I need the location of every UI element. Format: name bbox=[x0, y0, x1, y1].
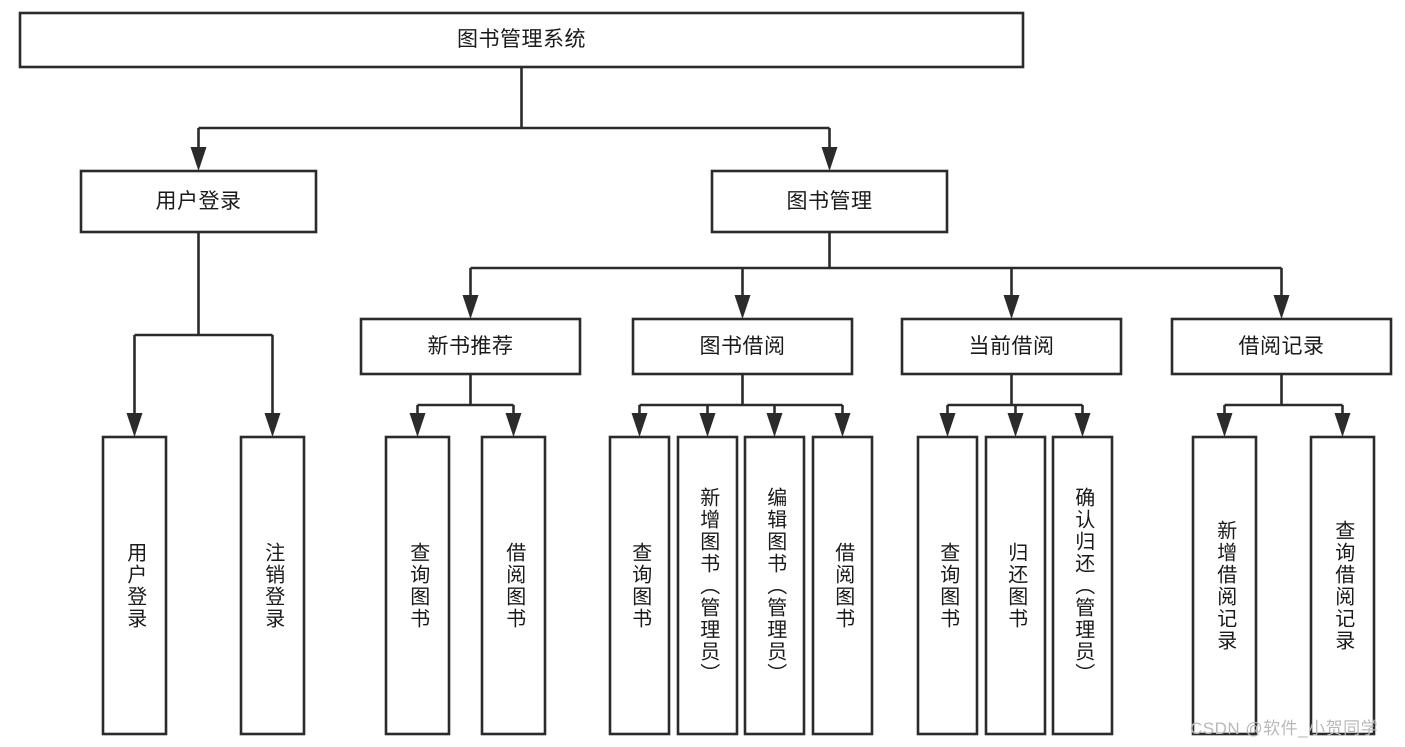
node-box-book-borrow[interactable] bbox=[631, 317, 854, 376]
node-box-leaf-logout-login[interactable] bbox=[239, 435, 306, 736]
connectors-layer bbox=[126, 67, 1351, 437]
arrow-down-icon-leaf-borrow-book-2 bbox=[834, 413, 851, 437]
arrow-down-icon-leaf-user-login bbox=[126, 413, 143, 437]
node-box-leaf-return-book[interactable] bbox=[984, 435, 1047, 736]
arrow-down-icon-book-borrow bbox=[734, 295, 751, 319]
node-box-leaf-query-book-2[interactable] bbox=[608, 435, 671, 736]
node-box-leaf-borrow-book-1[interactable] bbox=[480, 435, 547, 736]
arrow-down-icon-user-login bbox=[190, 147, 207, 171]
watermark-text: CSDN @软件_小贺同学 bbox=[1190, 719, 1379, 738]
node-box-leaf-add-record[interactable] bbox=[1191, 435, 1258, 736]
arrow-down-icon-leaf-add-book bbox=[699, 413, 716, 437]
node-box-borrow-record[interactable] bbox=[1170, 317, 1393, 376]
arrow-down-icon-leaf-return-book bbox=[1007, 413, 1024, 437]
nodes-layer bbox=[18, 11, 1393, 736]
arrow-down-icon-leaf-query-book-3 bbox=[939, 413, 956, 437]
node-box-book-manage[interactable] bbox=[710, 169, 949, 234]
node-box-leaf-query-book-1[interactable] bbox=[384, 435, 451, 736]
arrow-down-icon-leaf-query-book-1 bbox=[409, 413, 426, 437]
node-box-leaf-user-login[interactable] bbox=[101, 435, 168, 736]
arrow-down-icon-borrow-record bbox=[1273, 295, 1290, 319]
node-box-root[interactable] bbox=[18, 11, 1025, 69]
node-box-leaf-query-record[interactable] bbox=[1309, 435, 1376, 736]
arrow-down-icon-current-borrow bbox=[1003, 295, 1020, 319]
node-box-leaf-query-book-3[interactable] bbox=[916, 435, 979, 736]
arrow-down-icon-new-book-recommend bbox=[462, 295, 479, 319]
arrow-down-icon-book-manage bbox=[821, 147, 838, 171]
node-box-leaf-confirm-return[interactable] bbox=[1051, 435, 1114, 736]
node-box-leaf-edit-book[interactable] bbox=[743, 435, 806, 736]
node-box-leaf-borrow-book-2[interactable] bbox=[811, 435, 874, 736]
arrow-down-icon-leaf-edit-book bbox=[766, 413, 783, 437]
arrow-down-icon-leaf-logout-login bbox=[264, 413, 281, 437]
arrow-down-icon-leaf-query-book-2 bbox=[631, 413, 648, 437]
node-box-new-book-recommend[interactable] bbox=[359, 317, 582, 376]
node-box-leaf-add-book[interactable] bbox=[676, 435, 739, 736]
node-box-current-borrow[interactable] bbox=[900, 317, 1123, 376]
arrow-down-icon-leaf-borrow-book-1 bbox=[505, 413, 522, 437]
arrow-down-icon-leaf-add-record bbox=[1216, 413, 1233, 437]
arrow-down-icon-leaf-query-record bbox=[1334, 413, 1351, 437]
node-box-user-login[interactable] bbox=[79, 169, 318, 234]
arrow-down-icon-leaf-confirm-return bbox=[1074, 413, 1091, 437]
